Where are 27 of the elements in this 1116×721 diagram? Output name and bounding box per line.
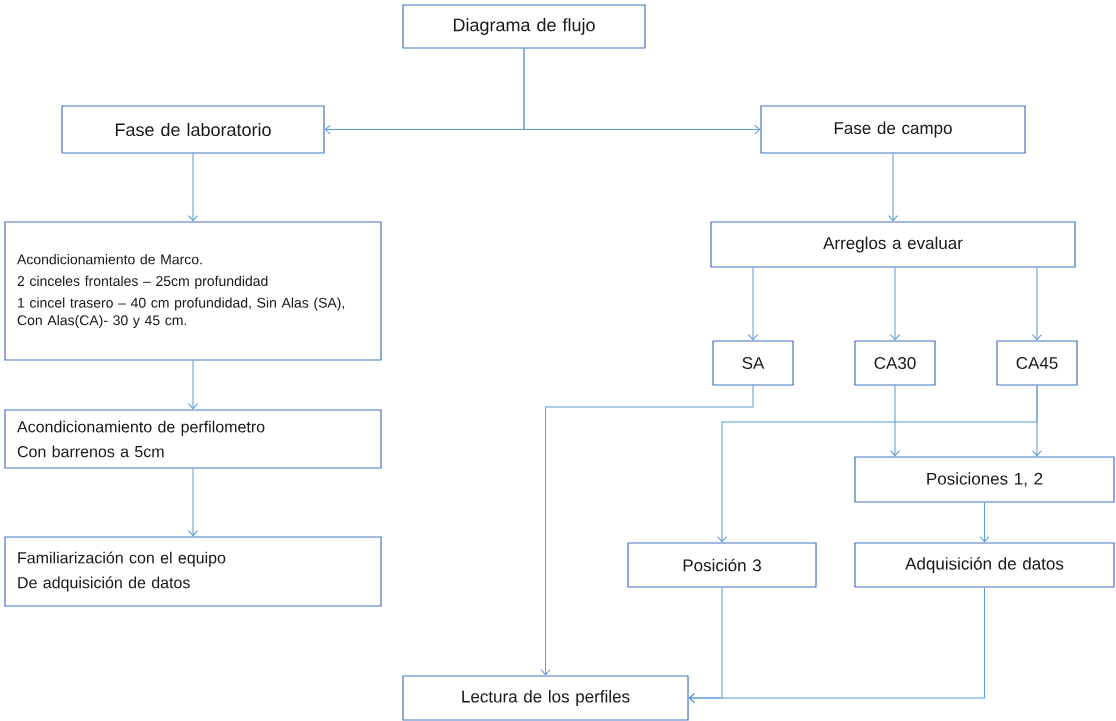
process-box: Posiciones 1, 2 <box>854 456 1115 503</box>
arrow <box>688 587 985 703</box>
process-box: Arreglos a evaluar <box>710 221 1076 268</box>
process-box: CA30 <box>854 340 936 386</box>
process-box: CA45 <box>996 340 1078 386</box>
arrow <box>1032 267 1042 341</box>
process-box: Familiarización con el equipo De adquisición de datos <box>4 536 382 607</box>
process-box: Diagrama de flujo <box>402 4 646 49</box>
arrow <box>523 48 761 135</box>
arrow <box>717 385 1038 543</box>
arrow <box>188 360 198 410</box>
process-box: Adquisición de datos <box>854 542 1115 588</box>
arrow <box>748 267 758 341</box>
arrow <box>890 267 900 341</box>
arrow <box>188 153 198 222</box>
process-box: Posición 3 <box>627 542 817 588</box>
process-box: Acondicionamiento de perfilometro Con barrenos a 5cm <box>4 409 382 469</box>
arrow <box>979 502 990 543</box>
process-box: Acondicionamiento de Marco. 2 cinceles frontales – 25cm profundidad 1 cincel trasero – 40 cm profundidad, Sin Alas (SA), Con Alas(CA)- 30 y 45 cm. <box>4 221 382 361</box>
process-box: Fase de laboratorio <box>61 105 325 154</box>
process-box: Lectura de los perfiles <box>402 675 689 721</box>
arrow <box>888 153 898 222</box>
process-box: Fase de campo <box>760 105 1026 154</box>
arrow <box>540 385 754 676</box>
arrow <box>890 385 900 457</box>
process-box: SA <box>712 340 794 386</box>
arrow <box>188 468 198 537</box>
